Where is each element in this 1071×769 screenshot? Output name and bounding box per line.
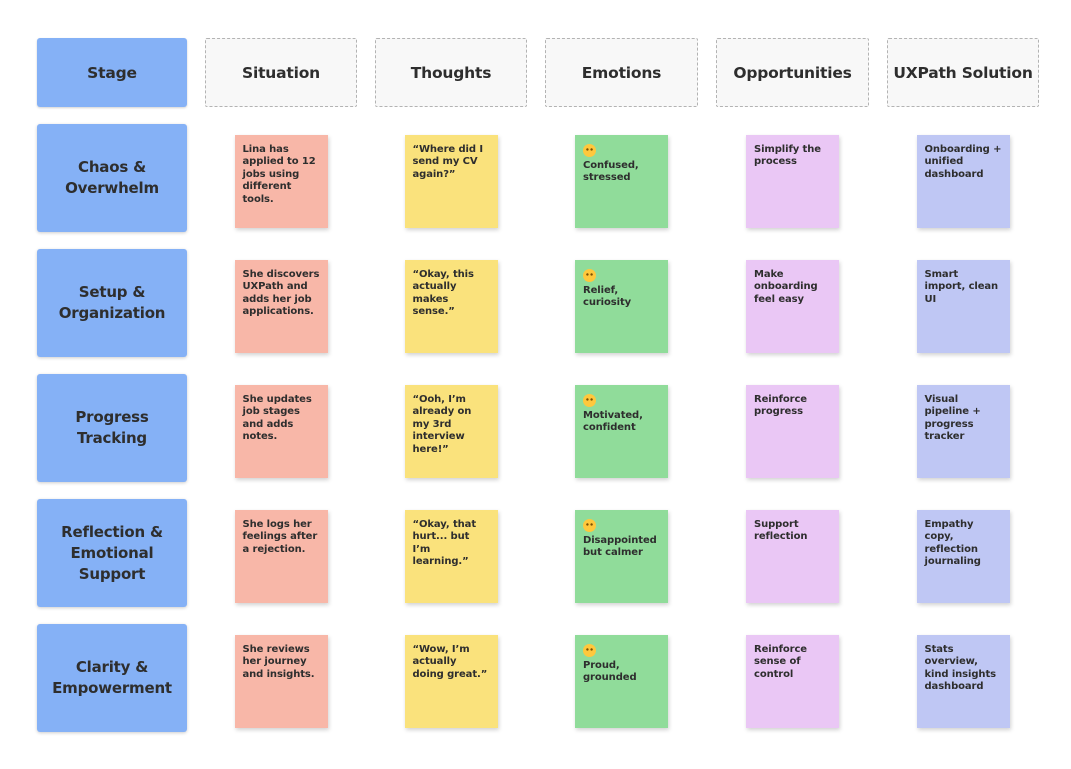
column-header-situation[interactable]: Situation [205, 38, 357, 107]
solution-note-row1[interactable]: Onboarding + unified dashboard [916, 134, 1010, 228]
opportunities-note-row5[interactable]: Reinforce sense of control [746, 634, 839, 728]
situation-note-row2[interactable]: She discovers UXPath and adds her job ap… [234, 259, 328, 353]
situation-slot-row3: She updates job stages and adds notes. [205, 374, 357, 482]
emotions-text-row2: Relief, curiosity [583, 284, 632, 309]
stage-cell-row4[interactable]: Reflection & Emotional Support [37, 499, 187, 607]
emotions-text-row1: Confused, stressed [583, 159, 639, 184]
column-header-thoughts[interactable]: Thoughts [375, 38, 527, 107]
smiling-face-emoji: 😊 [583, 393, 596, 407]
opportunities-slot-row4: Support reflection [716, 499, 869, 607]
opportunities-note-row3[interactable]: Reinforce progress [746, 384, 839, 478]
situation-slot-row4: She logs her feelings after a rejection. [205, 499, 357, 607]
situation-slot-row5: She reviews her journey and insights. [205, 624, 357, 732]
stage-cell-row2[interactable]: Setup & Organization [37, 249, 187, 357]
situation-note-row4[interactable]: She logs her feelings after a rejection. [234, 509, 328, 603]
thoughts-slot-row1: “Where did I send my CV again?” [375, 124, 527, 232]
emotions-note-row5[interactable]: 💪 Proud, grounded [575, 634, 668, 728]
thoughts-slot-row2: “Okay, this actually makes sense.” [375, 249, 527, 357]
emotions-slot-row5: 💪 Proud, grounded [545, 624, 698, 732]
solution-slot-row4: Empathy copy, reflection journaling [887, 499, 1039, 607]
stage-cell-row1[interactable]: Chaos & Overwhelm [37, 124, 187, 232]
opportunities-slot-row3: Reinforce progress [716, 374, 869, 482]
opportunities-note-row4[interactable]: Support reflection [746, 509, 839, 603]
emotions-slot-row1: 😖 Confused, stressed [545, 124, 698, 232]
confounded-face-emoji: 😖 [583, 143, 596, 157]
column-header-stage[interactable]: Stage [37, 38, 187, 107]
opportunities-slot-row1: Simplify the process [716, 124, 869, 232]
thoughts-note-row5[interactable]: “Wow, I’m actually doing great.” [404, 634, 498, 728]
situation-note-row1[interactable]: Lina has applied to 12 jobs using differ… [234, 134, 328, 228]
solution-slot-row5: Stats overview, kind insights dashboard [887, 624, 1039, 732]
stage-cell-row3[interactable]: Progress Tracking [37, 374, 187, 482]
thoughts-note-row4[interactable]: “Okay, that hurt... but I’m learning.” [404, 509, 498, 603]
flexed-biceps-emoji: 💪 [583, 643, 596, 657]
situation-note-row5[interactable]: She reviews her journey and insights. [234, 634, 328, 728]
situation-note-row3[interactable]: She updates job stages and adds notes. [234, 384, 328, 478]
solution-slot-row2: Smart import, clean UI [887, 249, 1039, 357]
solution-slot-row3: Visual pipeline + progress tracker [887, 374, 1039, 482]
emotions-note-row1[interactable]: 😖 Confused, stressed [575, 134, 668, 228]
thoughts-slot-row5: “Wow, I’m actually doing great.” [375, 624, 527, 732]
situation-slot-row2: She discovers UXPath and adds her job ap… [205, 249, 357, 357]
emotions-text-row5: Proud, grounded [583, 659, 637, 684]
thoughts-slot-row3: “Ooh, I’m already on my 3rd interview he… [375, 374, 527, 482]
solution-slot-row1: Onboarding + unified dashboard [887, 124, 1039, 232]
emotions-note-row2[interactable]: 😌 Relief, curiosity [575, 259, 668, 353]
situation-slot-row1: Lina has applied to 12 jobs using differ… [205, 124, 357, 232]
journey-map-board: Stage Situation Thoughts Emotions Opport… [37, 38, 1039, 732]
column-header-opportunities[interactable]: Opportunities [716, 38, 869, 107]
opportunities-slot-row2: Make onboarding feel easy [716, 249, 869, 357]
emotions-text-row4: Disappointed but calmer [583, 534, 657, 559]
opportunities-note-row2[interactable]: Make onboarding feel easy [746, 259, 839, 353]
disappointed-face-emoji: 😞 [583, 518, 596, 532]
opportunities-note-row1[interactable]: Simplify the process [746, 134, 839, 228]
solution-note-row4[interactable]: Empathy copy, reflection journaling [916, 509, 1010, 603]
opportunities-slot-row5: Reinforce sense of control [716, 624, 869, 732]
thoughts-slot-row4: “Okay, that hurt... but I’m learning.” [375, 499, 527, 607]
emotions-slot-row2: 😌 Relief, curiosity [545, 249, 698, 357]
column-header-emotions[interactable]: Emotions [545, 38, 698, 107]
emotions-note-row4[interactable]: 😞 Disappointed but calmer [575, 509, 668, 603]
emotions-text-row3: Motivated, confident [583, 409, 643, 434]
column-header-uxpath-solution[interactable]: UXPath Solution [887, 38, 1039, 107]
emotions-slot-row3: 😊 Motivated, confident [545, 374, 698, 482]
thoughts-note-row1[interactable]: “Where did I send my CV again?” [404, 134, 498, 228]
emotions-note-row3[interactable]: 😊 Motivated, confident [575, 384, 668, 478]
thoughts-note-row2[interactable]: “Okay, this actually makes sense.” [404, 259, 498, 353]
solution-note-row3[interactable]: Visual pipeline + progress tracker [916, 384, 1010, 478]
solution-note-row2[interactable]: Smart import, clean UI [916, 259, 1010, 353]
solution-note-row5[interactable]: Stats overview, kind insights dashboard [916, 634, 1010, 728]
thoughts-note-row3[interactable]: “Ooh, I’m already on my 3rd interview he… [404, 384, 498, 478]
emotions-slot-row4: 😞 Disappointed but calmer [545, 499, 698, 607]
stage-cell-row5[interactable]: Clarity & Empowerment [37, 624, 187, 732]
relieved-face-emoji: 😌 [583, 268, 596, 282]
